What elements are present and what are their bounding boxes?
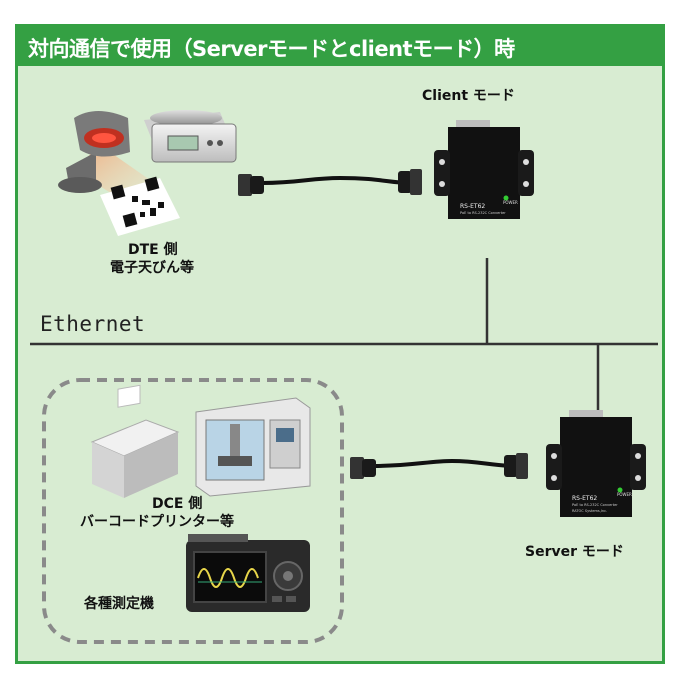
cnc-machine-icon [195,397,311,497]
client-model-text: RS-ET62 [460,203,485,210]
client-mode-label: Client モード [422,88,515,104]
bottom-serial-cable [350,453,528,479]
ethernet-label: Ethernet [40,312,146,336]
dce-side-label: DCE 側 [152,496,203,512]
dce-group-outline [42,378,344,644]
top-serial-cable [238,169,422,196]
server-mode-label: Server モード [525,544,624,560]
barcode-printer-icon [90,384,180,498]
data-logger-icon [186,534,310,612]
measuring-instruments-label: 各種測定機 [84,596,154,612]
dce-device-label: バーコードプリンター等 [80,514,234,530]
diagram-title: 対向通信で使用（Serverモードとclientモード）時 [28,37,515,61]
server-power-text: POWER [617,492,632,497]
dte-device-label: 電子天びん等 [110,260,194,276]
server-model-text: RS-ET62 [572,495,597,502]
server-subtitle-text: PoE to RS-232C Converter [572,503,618,507]
title-bar: 対向通信で使用（Serverモードとclientモード）時 [18,27,662,66]
server-converter-device: POWER RS-ET62 PoE to RS-232C Converter R… [546,410,646,517]
electronic-balance-icon [144,110,237,163]
qr-code-icon [100,176,180,236]
client-subtitle-text: PoE to RS-232C Converter [460,211,506,215]
client-power-text: POWER [503,200,518,205]
client-converter-device: POWER RS-ET62 PoE to RS-232C Converter [434,120,534,219]
server-brand-text: RATOC Systems,Inc. [572,509,607,513]
dte-side-label: DTE 側 [128,242,178,258]
